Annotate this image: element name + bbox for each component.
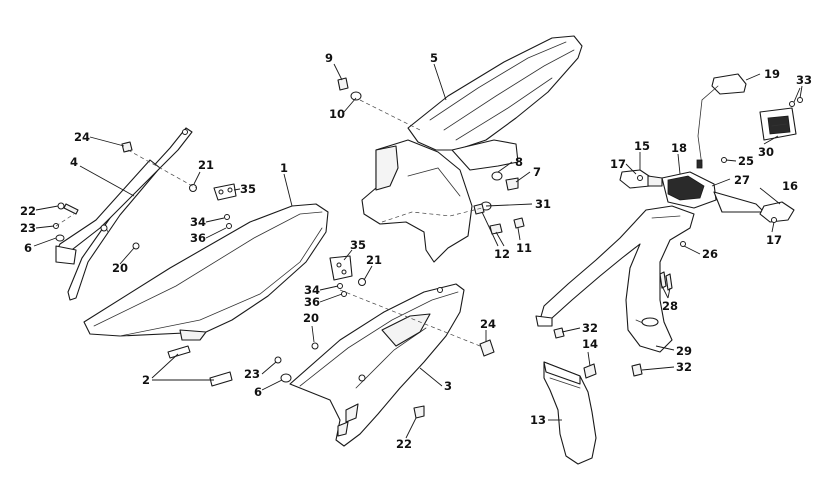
callout-2: 2 [142, 373, 150, 387]
callout-12: 12 [494, 247, 510, 261]
part-turn-signals [619, 169, 795, 223]
callout-25: 25 [738, 154, 754, 168]
callout-29: 29 [676, 344, 692, 358]
callout-21: 21 [198, 158, 214, 172]
callout-36b: 36 [304, 295, 320, 309]
callout-15: 15 [634, 139, 650, 153]
part-brackets [213, 183, 353, 281]
callout-6: 6 [24, 241, 32, 255]
callout-1: 1 [280, 161, 288, 175]
assembly-dashed-lines [55, 99, 483, 347]
callout-6b: 6 [254, 385, 262, 399]
callout-23: 23 [20, 221, 36, 235]
callout-24: 24 [74, 130, 90, 144]
callout-17b: 17 [766, 233, 782, 247]
callout-24b: 24 [480, 317, 496, 331]
callout-9: 9 [325, 51, 333, 65]
callout-11: 11 [516, 241, 532, 255]
part-licence-plate [759, 107, 797, 141]
callout-32b: 32 [676, 360, 692, 374]
callout-19: 19 [764, 67, 780, 81]
callout-4: 4 [70, 155, 78, 169]
part-seat [83, 203, 329, 341]
leader-lines [33, 63, 803, 439]
callout-13: 13 [530, 413, 546, 427]
part-side-panel [289, 283, 465, 447]
callout-20: 20 [112, 261, 128, 275]
callout-17: 17 [610, 157, 626, 171]
callout-5: 5 [430, 51, 438, 65]
callout-34: 34 [190, 215, 206, 229]
callout-7: 7 [533, 165, 541, 179]
callout-27: 27 [734, 173, 750, 187]
part-plate-holder-frame [535, 205, 695, 353]
part-licence-light [696, 73, 747, 169]
callout-labels: 24 4 22 23 6 20 21 35 34 36 1 2 9 10 5 8… [20, 51, 812, 451]
callout-26: 26 [702, 247, 718, 261]
part-taillight-unit [661, 171, 765, 213]
callout-35: 35 [240, 182, 256, 196]
callout-8: 8 [515, 155, 523, 169]
callout-23b: 23 [244, 367, 260, 381]
callout-36: 36 [190, 231, 206, 245]
callout-18: 18 [671, 141, 687, 155]
callout-28: 28 [662, 299, 678, 313]
callout-22: 22 [20, 204, 36, 218]
callout-21b: 21 [366, 253, 382, 267]
part-hardware [53, 77, 803, 419]
callout-3: 3 [444, 379, 452, 393]
callout-14: 14 [582, 337, 598, 351]
callout-35b: 35 [350, 238, 366, 252]
callout-31: 31 [535, 197, 551, 211]
callout-10: 10 [329, 107, 345, 121]
callout-34b: 34 [304, 283, 320, 297]
part-mud-flap [543, 361, 597, 465]
callout-32: 32 [582, 321, 598, 335]
callout-16: 16 [782, 179, 798, 193]
part-rear-fender [361, 35, 583, 263]
callout-33: 33 [796, 73, 812, 87]
callout-20b: 20 [303, 311, 319, 325]
callout-22b: 22 [396, 437, 412, 451]
part-side-strut [55, 127, 193, 301]
callout-30: 30 [758, 145, 774, 159]
part-seat-clips [167, 345, 233, 387]
